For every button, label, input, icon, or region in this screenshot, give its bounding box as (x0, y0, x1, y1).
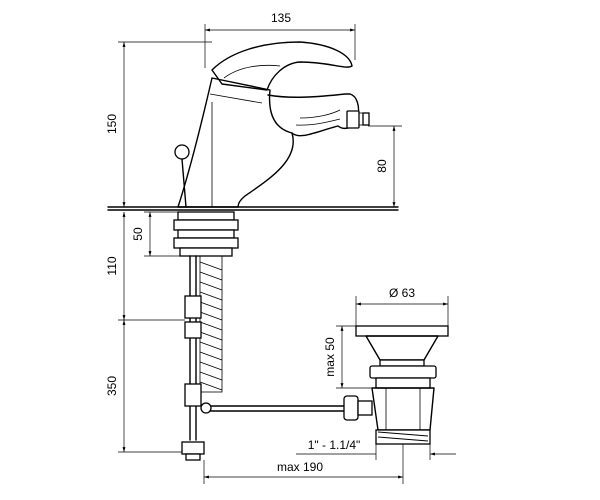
countertop (107, 206, 399, 211)
faucet-body (174, 41, 370, 208)
dim-total-height: 150 (105, 114, 119, 134)
dim-hose-length: 350 (105, 376, 119, 396)
dimension-lines (118, 24, 456, 484)
dim-plug-height: max 50 (323, 337, 337, 377)
supply-hose (181, 255, 205, 461)
dim-waste-thread: 1" - 1.1/4" (308, 438, 361, 452)
dim-outlet-height: 80 (375, 159, 389, 173)
dim-max-reach: max 190 (277, 460, 323, 474)
dim-plug-diameter: Ø 63 (389, 286, 415, 300)
popup-linkage (200, 395, 373, 421)
waste-drain (355, 325, 449, 445)
dim-shank-length: 110 (105, 256, 119, 275)
dim-thread-length: 50 (131, 227, 145, 241)
dim-spout-reach: 135 (271, 11, 291, 25)
mounting-shank (173, 211, 239, 393)
